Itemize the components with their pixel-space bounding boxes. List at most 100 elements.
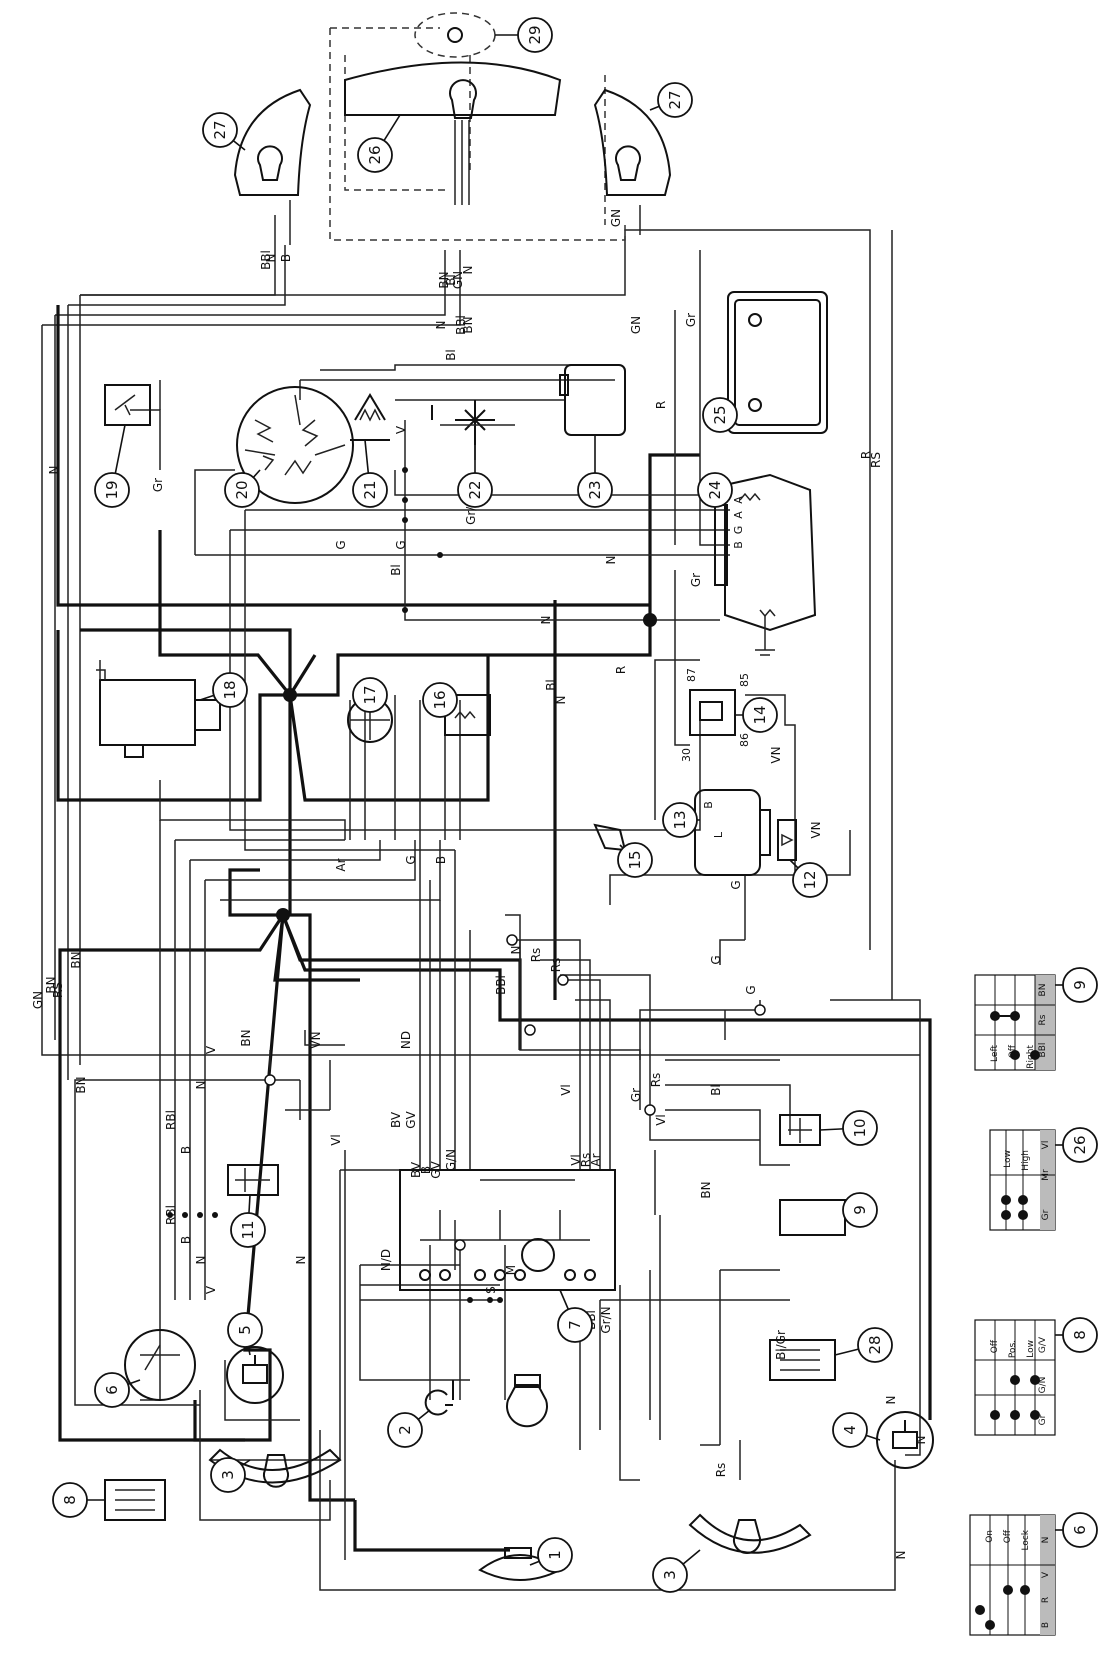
wire-label: G — [729, 880, 743, 889]
table-callout: 8 — [1055, 1317, 1098, 1353]
wire-label: N/D — [379, 1249, 393, 1271]
table-row-label: Right — [1026, 1045, 1036, 1069]
callout-9: 9 — [842, 1192, 878, 1228]
wire-label: Gr/N — [599, 1306, 613, 1333]
callout-15: 15 — [617, 842, 653, 878]
terminal-label: B — [732, 541, 745, 549]
wire-label: Gr — [684, 313, 698, 327]
callout-25: 25 — [702, 397, 738, 433]
wire-label: N — [194, 1256, 208, 1265]
wire-label: G — [334, 540, 348, 549]
callout-number: 26 — [366, 145, 384, 164]
wire-label: N — [604, 556, 618, 565]
callout-4: 4 — [832, 1412, 881, 1448]
wire-label: G — [404, 855, 418, 864]
table-row-label: Off — [990, 1339, 1000, 1353]
wire-label: V — [204, 1045, 218, 1054]
table-row-label: Lock — [1021, 1529, 1031, 1550]
wire-label: N — [914, 1436, 928, 1445]
wire-label: Vl — [329, 1134, 343, 1146]
wire-label: Vl — [559, 1084, 573, 1096]
callout-number: 23 — [586, 480, 604, 499]
wire-label: R — [614, 666, 628, 674]
wire-label: B — [434, 856, 448, 864]
table-header-cell: BBl — [1038, 1043, 1048, 1058]
wire-label: Gr — [629, 1088, 643, 1102]
table-header-cell: Rs — [1038, 1014, 1048, 1025]
callout-number: 12 — [801, 870, 819, 889]
callout-14: 14 — [735, 697, 778, 733]
wire-label: G — [744, 985, 758, 994]
callout-1: 1 — [529, 1537, 573, 1573]
switch-tables — [969, 974, 1056, 1636]
wire-label: Gr — [689, 573, 703, 587]
wire-label: S — [484, 1286, 498, 1294]
wire-label: BV — [409, 1161, 423, 1178]
table-header-cell: Gr — [1038, 1414, 1048, 1425]
wire-label: G — [394, 540, 408, 549]
wire-label: N — [884, 1396, 898, 1405]
wire-label: V — [394, 425, 408, 434]
callout-number: 2 — [396, 1425, 414, 1435]
callout-5: 5 — [227, 1312, 263, 1356]
table-row-label: On — [985, 1530, 995, 1543]
callout-17: 17 — [352, 677, 388, 713]
wire-label: N — [294, 1256, 308, 1265]
wire-label: N — [894, 1551, 908, 1560]
wire-label: N — [509, 946, 523, 955]
terminal-label: L — [712, 831, 725, 838]
table-header-cell: Gr — [1041, 1209, 1051, 1220]
switch-table-6 — [969, 1514, 1056, 1636]
table-header-cell: G/N — [1038, 1377, 1048, 1394]
callout-number: 22 — [466, 480, 484, 499]
table-number: 26 — [1071, 1135, 1089, 1154]
wire-label: Rs — [529, 948, 543, 963]
callout-number: 16 — [431, 690, 449, 709]
callout-2: 2 — [387, 1409, 431, 1448]
wire-label: BBl — [494, 975, 508, 995]
callout-29: 29 — [495, 17, 553, 53]
wire-label: BN — [74, 1076, 88, 1093]
callout-27: 27 — [202, 112, 246, 151]
wire-label: N — [539, 616, 553, 625]
table-row-label: Off — [1008, 1044, 1018, 1058]
table-callout: 6 — [1055, 1512, 1098, 1548]
table-row-label: High — [1021, 1150, 1031, 1171]
wire-label: B — [179, 1236, 193, 1244]
wire-label: Bl — [444, 349, 458, 361]
terminal-label: B — [702, 801, 715, 809]
callout-3: 3 — [210, 1457, 251, 1493]
callout-21: 21 — [352, 439, 388, 508]
callout-28: 28 — [834, 1327, 893, 1363]
table-row-label: Off — [1003, 1529, 1013, 1543]
callout-number: 4 — [841, 1425, 859, 1435]
wire-label: Bl — [444, 274, 458, 286]
callout-18: 18 — [199, 672, 248, 708]
callout-6: 6 — [94, 1372, 141, 1408]
callout-13: 13 — [662, 802, 700, 838]
wire-label: BN — [44, 976, 58, 993]
callout-number: 17 — [361, 685, 379, 704]
table-header-cell: V — [1041, 1571, 1051, 1578]
table-row-label: Pos. — [1008, 1340, 1018, 1358]
component-symbols — [96, 12, 934, 1581]
callout-number: 20 — [233, 480, 251, 499]
wire-label: Rs — [549, 958, 563, 973]
wire-label: RS — [869, 452, 883, 468]
table-number: 6 — [1071, 1525, 1089, 1535]
wire-label: B — [179, 1146, 193, 1154]
table-row-label: Left — [990, 1045, 1000, 1062]
callout-19: 19 — [94, 424, 130, 508]
wire-label: R — [654, 401, 668, 409]
wire-label: V — [204, 1285, 218, 1294]
callout-number: 1 — [546, 1550, 564, 1560]
callout-12: 12 — [789, 859, 828, 898]
callout-number: 29 — [526, 25, 544, 44]
wire-label: BN — [699, 1181, 713, 1198]
wire-label: VN — [809, 821, 823, 838]
